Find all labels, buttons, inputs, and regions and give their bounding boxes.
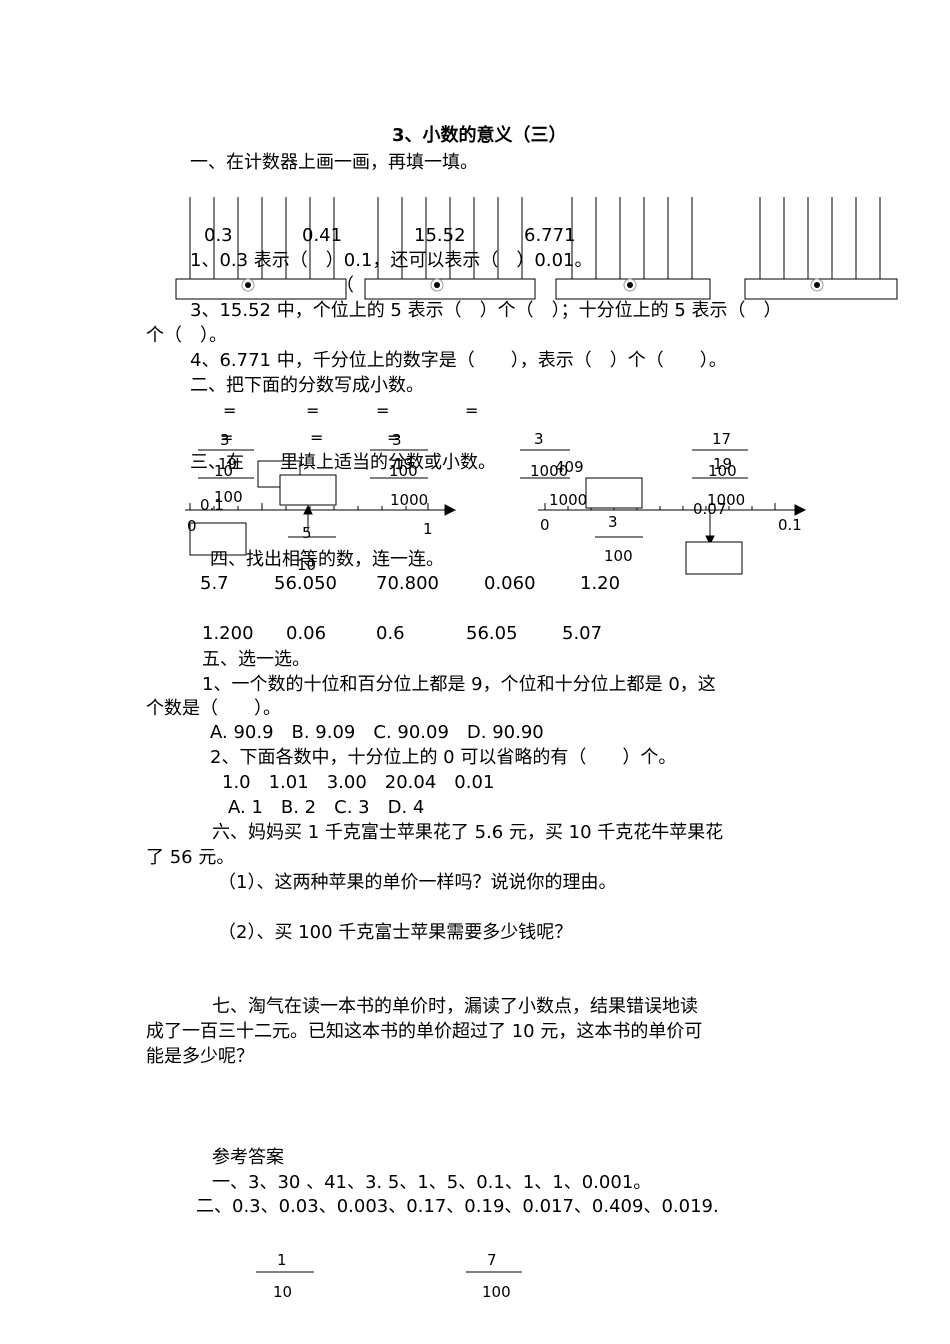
- section5-q2-numbers: 1.0 1.01 3.00 20.04 0.01: [222, 772, 495, 793]
- match-bottom-1[interactable]: 1.200: [202, 623, 254, 644]
- equals-sign-2: =: [306, 401, 320, 420]
- fraction-numerator: 3: [220, 431, 230, 449]
- section1-q3-line1: 3、15.52 中，个位上的 5 表示（ ）个（ ）；十分位上的 5 表示（ ）: [190, 300, 782, 321]
- number-line-2-label-0: 0: [540, 516, 550, 534]
- number-line-1-label-0.1: 0.1: [200, 496, 224, 514]
- fraction-denominator: 1000: [530, 462, 569, 480]
- match-top-1[interactable]: 5.7: [200, 573, 229, 594]
- match-top-5[interactable]: 1.20: [580, 573, 621, 594]
- fraction-numerator: 19: [713, 455, 733, 473]
- section5-q2-options: A. 1 B. 2 C. 3 D. 4: [228, 797, 425, 818]
- section5-q2: 2、下面各数中，十分位上的 0 可以省略的有（ ）个。: [210, 747, 677, 768]
- answer-box-2[interactable]: [279, 474, 337, 506]
- section7-line2: 成了一百三十二元。已知这本书的单价超过了 10 元，这本书的单价可: [146, 1021, 703, 1042]
- section1-q4: 4、6.771 中，千分位上的数字是（ ），表示（ ）个（ ）。: [190, 350, 727, 371]
- answer-fraction-2-num: 7: [487, 1251, 497, 1269]
- number-line-1-fraction-den: 10: [297, 556, 317, 574]
- section6-sub2: （2）、买 100 千克富士苹果需要多少钱呢？: [218, 922, 573, 943]
- fraction-denominator: 1000: [707, 491, 746, 509]
- abacus-point-4: [810, 278, 824, 292]
- abacus-point-1: [241, 278, 255, 292]
- answers-heading: 参考答案: [212, 1147, 284, 1168]
- fraction-numerator: 19: [394, 455, 414, 473]
- section5-q1-line2: 个数是（ ）。: [146, 698, 281, 719]
- abacus-point-3: [623, 278, 637, 292]
- section2-heading: 二、把下面的分数写成小数。: [190, 375, 424, 396]
- match-bottom-5[interactable]: 5.07: [562, 623, 603, 644]
- abacus-value-4: 6.771: [524, 225, 576, 246]
- equals-sign-3: =: [376, 401, 390, 420]
- fraction-denominator: 100: [389, 462, 418, 480]
- section1-q1: 1、0.3 表示（ ）0.1，还可以表示（ ）0.01。: [190, 250, 593, 271]
- number-line-2-label-0.1: 0.1: [778, 516, 802, 534]
- fraction-denominator: 1000: [549, 491, 588, 509]
- section1-heading: 一、在计数器上画一画，再填一填。: [190, 152, 478, 173]
- number-line-1-label-1: 1: [423, 520, 433, 538]
- fraction-denominator: 10: [214, 462, 234, 480]
- section5-heading: 五、选一选。: [202, 649, 310, 670]
- section1-q3-line2: 个（ ）。: [146, 325, 227, 346]
- equals-sign-7: =: [387, 428, 401, 447]
- abacus-1: [175, 197, 347, 300]
- number-line-1-fraction-num: 5: [302, 524, 312, 542]
- match-bottom-2[interactable]: 0.06: [286, 623, 327, 644]
- fraction-denominator: 100: [708, 462, 737, 480]
- page-title: 3、小数的意义（三）: [392, 125, 567, 146]
- fraction-numerator: 19: [218, 455, 238, 473]
- answer-box-4[interactable]: [585, 477, 643, 509]
- answer-box-5[interactable]: [685, 541, 743, 575]
- number-line-2-fraction-den: 100: [604, 547, 633, 565]
- answer-fraction-1-den: 10: [273, 1283, 293, 1301]
- match-bottom-3[interactable]: 0.6: [376, 623, 405, 644]
- section6-line1: 六、妈妈买 1 千克富士苹果花了 5.6 元，买 10 千克花牛苹果花: [212, 822, 724, 843]
- number-line-1: [185, 503, 457, 538]
- section7-line3: 能是多少呢？: [146, 1046, 254, 1067]
- fraction-numerator: 17: [712, 430, 732, 448]
- match-top-4[interactable]: 0.060: [484, 573, 536, 594]
- equals-sign-4: =: [465, 401, 479, 420]
- abacus-value-2: 0.41: [302, 225, 343, 246]
- abacus-2: [364, 197, 536, 300]
- abacus-point-2: [430, 278, 444, 292]
- answers-line1: 一、3、30 、41、3. 5、1、5、0.1、1、1、0.001。: [212, 1172, 652, 1193]
- section6-sub1: （1）、这两种苹果的单价一样吗？说说你的理由。: [218, 872, 617, 893]
- section5-q1-line1: 1、一个数的十位和百分位上都是 9，个位和十分位上都是 0，这: [202, 674, 716, 695]
- abacus-value-1: 0.3: [204, 225, 233, 246]
- answers-line2: 二、0.3、0.03、0.003、0.17、0.19、0.017、0.409、0…: [196, 1196, 719, 1217]
- fraction-numerator: 3: [534, 430, 544, 448]
- number-line-2: [538, 503, 807, 546]
- section1-q2-fragment: （: [336, 275, 354, 296]
- section6-line2: 了 56 元。: [146, 847, 235, 868]
- match-bottom-4[interactable]: 56.05: [466, 623, 518, 644]
- match-top-3[interactable]: 70.800: [376, 573, 439, 594]
- section4-heading: 四、找出相等的数，连一连。: [210, 549, 444, 570]
- section5-q1-options: A. 90.9 B. 9.09 C. 90.09 D. 90.90: [210, 722, 544, 743]
- fraction-numerator: 3: [392, 431, 402, 449]
- abacus-value-3: 15.52: [414, 225, 466, 246]
- answer-fraction-1-num: 1: [277, 1251, 287, 1269]
- section2-fraction-bars: [198, 449, 748, 479]
- fraction-denominator: 1000: [390, 491, 429, 509]
- equals-sign-6: =: [310, 428, 324, 447]
- section7-line1: 七、淘气在读一本书的单价时，漏读了小数点，结果错误地读: [212, 996, 698, 1017]
- section3-heading: 三、在 里填上适当的分数或小数。: [190, 452, 496, 473]
- number-line-2-label-0.07: 0.07: [693, 500, 727, 518]
- answer-box-3[interactable]: [189, 522, 247, 556]
- equals-sign-1: =: [223, 401, 237, 420]
- number-line-2-fraction-num: 3: [608, 513, 618, 531]
- fraction-numerator: 409: [555, 458, 584, 476]
- fraction-denominator: 100: [214, 488, 243, 506]
- number-line-1-label-0: 0: [187, 517, 197, 535]
- equals-sign-5: =: [220, 428, 234, 447]
- answer-fraction-2-den: 100: [482, 1283, 511, 1301]
- match-top-2[interactable]: 56.050: [274, 573, 337, 594]
